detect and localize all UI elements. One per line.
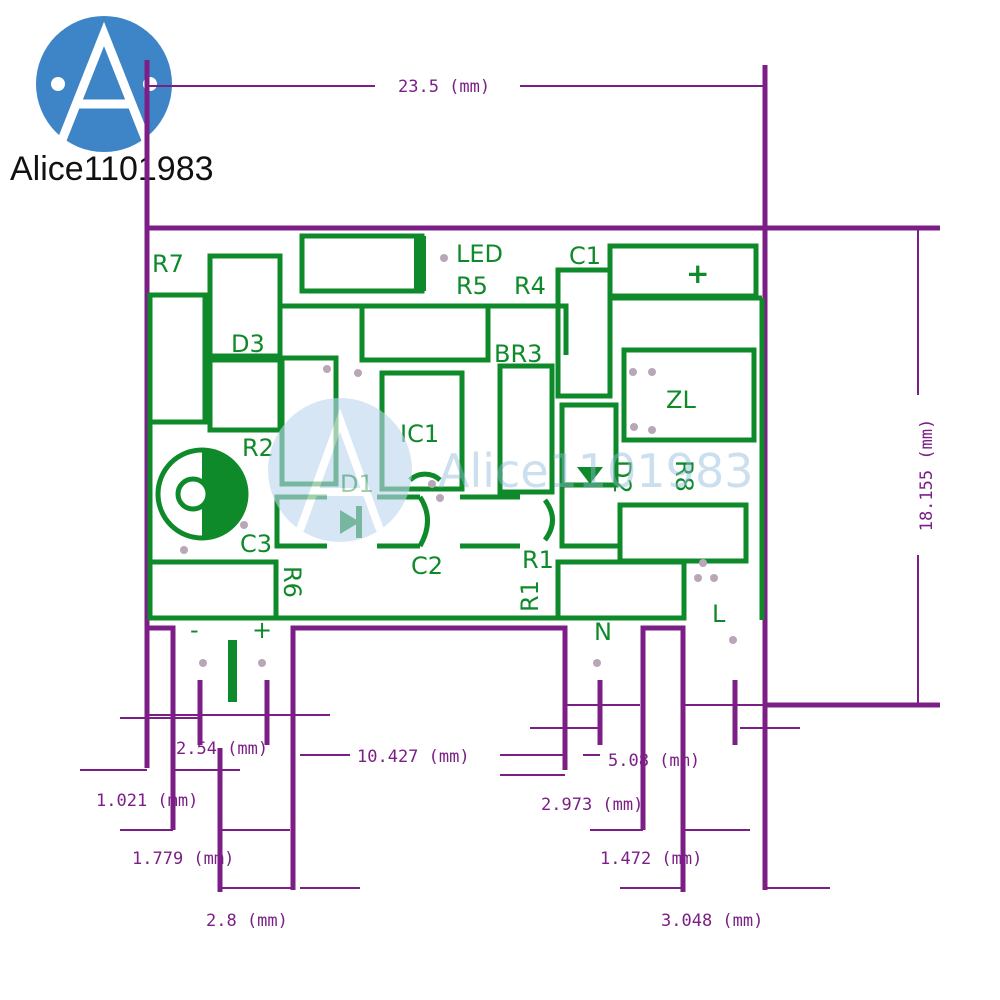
- zl-footprint: [621, 347, 757, 443]
- dim-pin-b: 1.472 (mm): [600, 849, 702, 869]
- dimension-labels: 23.5 (mm) 18.155 (mm) 2.54 (mm) 10.427 (…: [96, 77, 937, 931]
- label-led: LED: [456, 240, 503, 268]
- label-r5: R5: [456, 272, 488, 300]
- label-c3: C3: [240, 530, 272, 558]
- label-plus-c1: +: [686, 257, 709, 290]
- label-minus-out: -: [190, 616, 199, 644]
- label-plus-out: +: [252, 616, 272, 644]
- pads: [180, 254, 737, 667]
- c1-footprint: [607, 243, 759, 299]
- label-r1-top: R1: [522, 546, 554, 574]
- label-n: N: [594, 618, 612, 646]
- dim-pin-a: 1.779 (mm): [132, 849, 234, 869]
- br3-footprint: [497, 363, 555, 495]
- r6-footprint: [147, 559, 279, 621]
- pcb-silkscreen: [147, 233, 765, 702]
- dim-width-total: 23.5 (mm): [398, 77, 490, 97]
- led-footprint: [299, 233, 425, 294]
- watermark-logo-icon: [268, 398, 412, 542]
- label-zl: ZL: [666, 386, 696, 414]
- label-r1-side: R1: [516, 580, 544, 612]
- dimension-lines: [80, 60, 940, 892]
- label-l: L: [712, 600, 726, 628]
- r8-footprint: [617, 502, 749, 564]
- dim-left-offset: 1.021 (mm): [96, 791, 198, 811]
- logo-text: Alice1101983: [10, 150, 214, 188]
- label-r4: R4: [514, 272, 546, 300]
- dim-height-total: 18.155 (mm): [917, 419, 937, 532]
- label-c1: C1: [569, 242, 601, 270]
- r5-footprint: [359, 303, 491, 363]
- d2-footprint: [559, 402, 619, 488]
- dim-width-in: 3.048 (mm): [661, 911, 763, 931]
- logo-letter-a-icon: [57, 21, 151, 142]
- logo: Alice1101983: [10, 16, 214, 188]
- label-d2: D2: [608, 460, 636, 494]
- label-r8: R8: [670, 460, 698, 492]
- label-r6: R6: [278, 566, 306, 598]
- label-r2: R2: [242, 434, 274, 462]
- dim-pitch-out: 2.54 (mm): [176, 739, 268, 759]
- label-c2: C2: [411, 552, 443, 580]
- watermark: Alice1101983: [268, 398, 754, 542]
- dim-pitch-in: 5.08 (mm): [608, 751, 700, 771]
- component-labels: R7 LED C1 R5 R4 + D3 BR3 ZL IC1 R2 D2 R8…: [152, 240, 726, 646]
- r1-footprint: [555, 559, 687, 621]
- dim-gap-middle: 10.427 (mm): [357, 747, 470, 767]
- dim-width-out: 2.8 (mm): [206, 911, 288, 931]
- dim-gap-n: 2.973 (mm): [541, 795, 643, 815]
- watermark-text: Alice1101983: [438, 444, 754, 498]
- r4-footprint: [555, 267, 613, 399]
- r7-footprint: [147, 292, 208, 425]
- label-br3: BR3: [494, 340, 542, 368]
- label-r7: R7: [152, 250, 184, 278]
- label-d3: D3: [231, 330, 265, 358]
